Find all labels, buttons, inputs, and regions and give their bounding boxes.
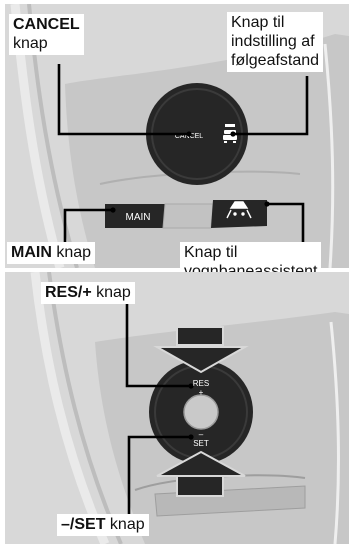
cancel-callout: CANCEL knap xyxy=(9,14,84,55)
distance-callout: Knap til indstilling af følgeafstand xyxy=(227,12,323,72)
bottom-steering-wheel-panel: RES + – SET RES/+ knap –/SET knap xyxy=(5,272,349,544)
main-button-label: MAIN xyxy=(126,212,151,223)
res-callout-text: knap xyxy=(92,284,131,301)
distance-callout-line1: Knap til xyxy=(231,13,319,32)
set-callout-bold: –/SET xyxy=(61,516,105,533)
top-steering-wheel-panel: CANCEL MAIN xyxy=(5,4,349,268)
main-callout: MAIN knap xyxy=(7,242,95,264)
cancel-callout-text: knap xyxy=(13,34,80,53)
set-minus-label: – xyxy=(199,430,204,439)
set-label: SET xyxy=(193,439,209,448)
dial-center-cap xyxy=(184,395,218,429)
lane-callout-line1: Knap til xyxy=(184,243,317,262)
set-callout: –/SET knap xyxy=(57,514,149,536)
steering-wheel-bottom-drawing: RES + – SET xyxy=(5,272,349,544)
set-callout-text: knap xyxy=(105,516,144,533)
wheel-rim-highlight-lower xyxy=(35,272,105,544)
res-plus-label: + xyxy=(199,388,204,397)
distance-callout-line3: følgeafstand xyxy=(231,51,319,70)
res-label: RES xyxy=(193,379,209,388)
blank-switch xyxy=(163,204,213,228)
main-callout-text: knap xyxy=(52,244,91,261)
res-callout-bold: RES/+ xyxy=(45,284,92,301)
main-callout-bold: MAIN xyxy=(11,244,52,261)
res-callout: RES/+ knap xyxy=(41,282,135,304)
distance-callout-line2: indstilling af xyxy=(231,32,319,51)
cancel-callout-bold: CANCEL xyxy=(13,16,80,33)
